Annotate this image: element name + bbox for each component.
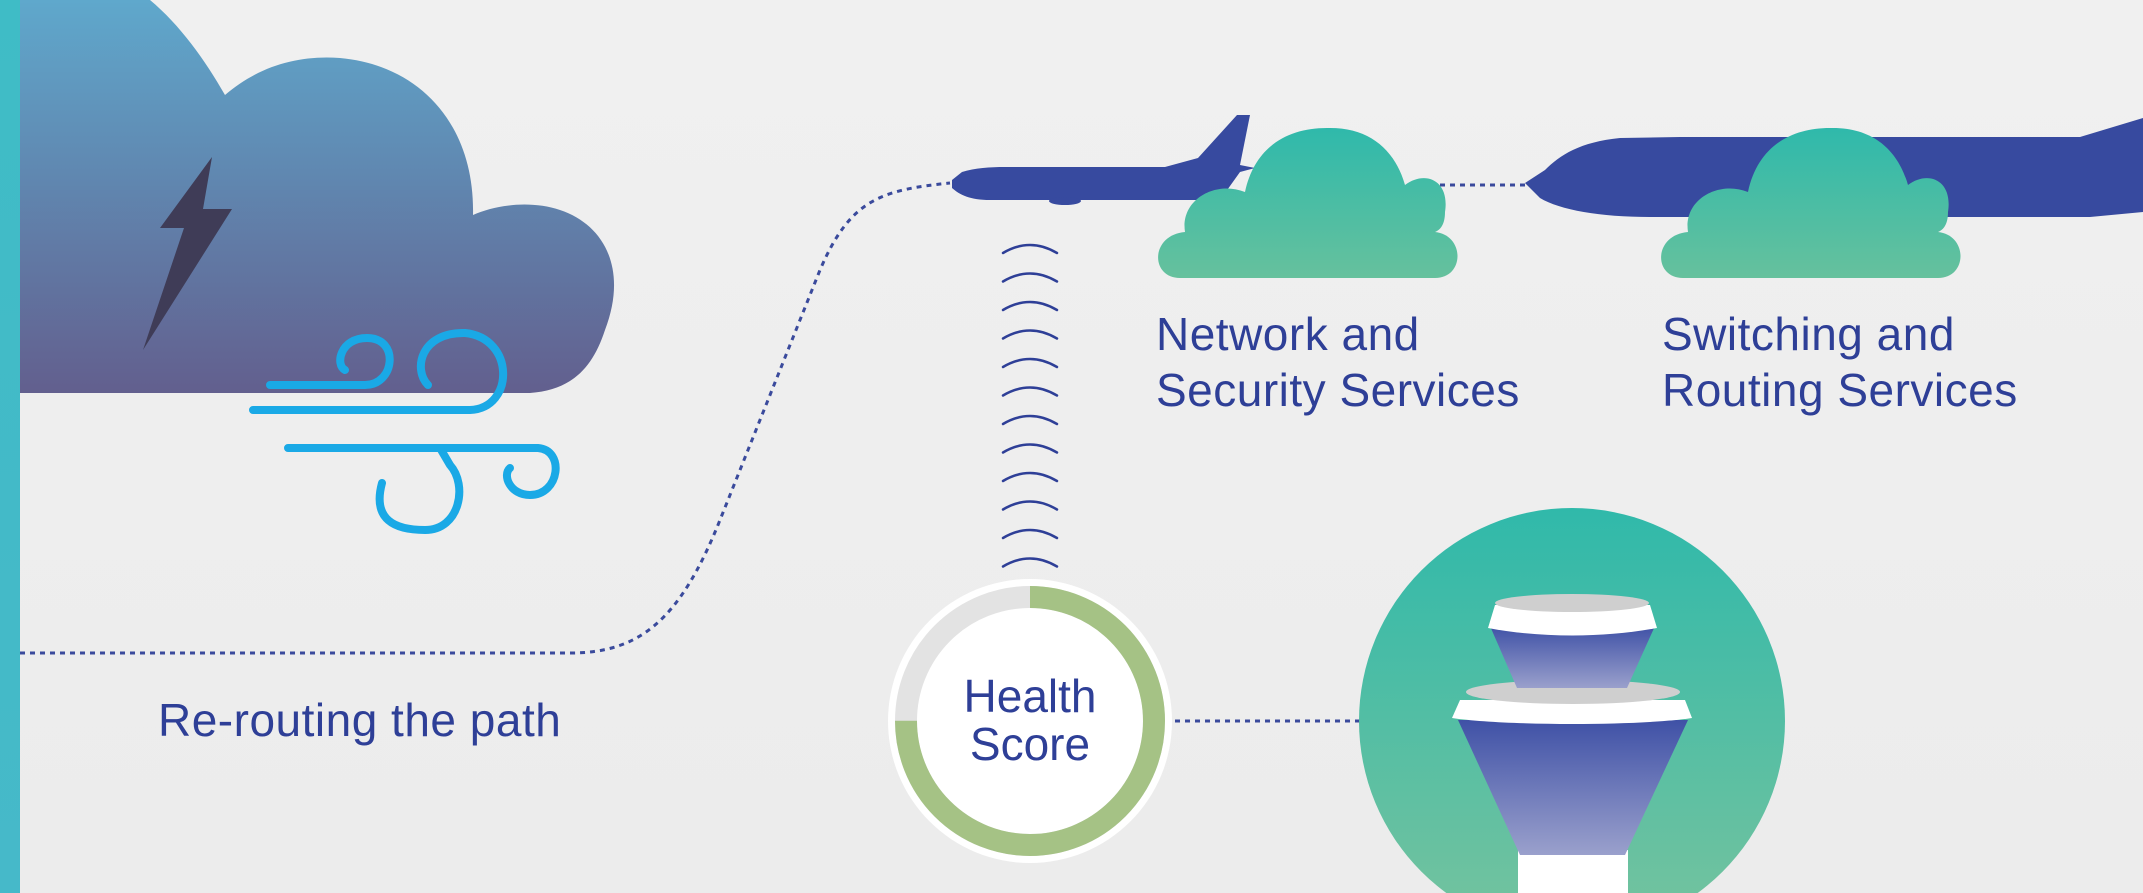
signal-wave-arc bbox=[1001, 300, 1059, 312]
lightning-icon bbox=[143, 157, 232, 350]
switching-label-line2: Routing Services bbox=[1662, 364, 2018, 416]
health-label-line1: Health bbox=[963, 670, 1097, 722]
health-score-label: Health Score bbox=[930, 672, 1130, 768]
health-label-line2: Score bbox=[969, 718, 1091, 770]
network-label-line2: Security Services bbox=[1156, 364, 1520, 416]
signal-waves-icon bbox=[1001, 243, 1059, 568]
left-accent-bar bbox=[0, 0, 20, 893]
health-score-gauge bbox=[888, 579, 1172, 863]
signal-wave-arc bbox=[1001, 414, 1059, 426]
wind-icon bbox=[249, 328, 560, 535]
rerouting-label: Re-routing the path bbox=[158, 694, 562, 746]
health-score-ring-fill bbox=[895, 586, 1165, 856]
network-security-label: Network and Security Services bbox=[1156, 306, 1520, 418]
signal-wave-arc bbox=[1001, 528, 1059, 540]
cloud-icon bbox=[1158, 127, 1458, 278]
reroute-path bbox=[20, 181, 951, 655]
storm-cloud-icon bbox=[20, 0, 615, 393]
signal-wave-arc bbox=[1001, 557, 1059, 568]
airplane-icon bbox=[952, 115, 1255, 205]
signal-wave-arc bbox=[1001, 243, 1059, 255]
signal-wave-arc bbox=[1001, 357, 1059, 369]
signal-wave-arc bbox=[1001, 386, 1059, 397]
cloud-icon bbox=[1661, 127, 1961, 278]
control-tower-icon bbox=[1359, 508, 1785, 893]
switching-routing-label: Switching and Routing Services bbox=[1662, 306, 2018, 418]
signal-wave-arc bbox=[1001, 471, 1059, 483]
signal-wave-arc bbox=[1001, 443, 1059, 454]
signal-wave-arc bbox=[1001, 272, 1059, 283]
network-label-line1: Network and bbox=[1156, 308, 1420, 360]
signal-wave-arc bbox=[1001, 500, 1059, 511]
switching-label-line1: Switching and bbox=[1662, 308, 1955, 360]
signal-wave-arc bbox=[1001, 329, 1059, 340]
